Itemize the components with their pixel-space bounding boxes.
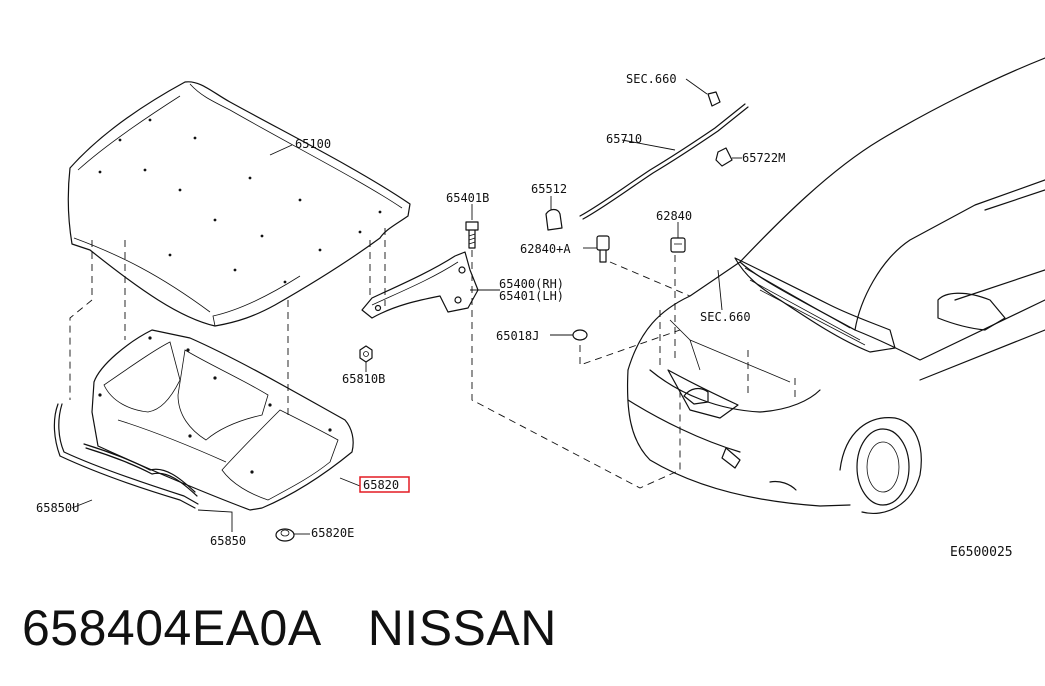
bumper-62840a [596, 235, 610, 263]
label-65401-lh: 65401(LH) [499, 289, 564, 303]
label-62840a: 62840+A [520, 242, 571, 256]
highlight-box [359, 476, 410, 493]
clip-65512 [545, 208, 563, 231]
label-65401b: 65401B [446, 191, 489, 205]
bolt-65401b [465, 221, 479, 249]
leader-lines [71, 78, 742, 535]
alignment-lines [69, 228, 796, 489]
diagram-id: E6500025 [950, 545, 1013, 560]
hood-panel [67, 81, 411, 327]
brand-name: NISSAN [367, 600, 557, 656]
clip-65820e [275, 528, 295, 542]
parts-diagram: 65100 65820 65850U 65850 65820E 65401B 6… [36, 57, 1045, 560]
label-65400-rh: 65400(RH) [499, 277, 564, 291]
label-65820: 65820 [363, 478, 399, 492]
hood-hinge [361, 251, 479, 319]
label-65850u: 65850U [36, 501, 79, 515]
label-65722m: 65722M [742, 151, 785, 165]
part-number: 658404EA0A [22, 600, 322, 656]
hood-stay-rod [579, 91, 749, 220]
label-65810b: 65810B [342, 372, 385, 386]
label-62840: 62840 [656, 209, 692, 223]
hood-seals [53, 403, 199, 509]
bumper-62840 [670, 237, 686, 253]
nut-65810b [359, 345, 373, 363]
label-sec660-top: SEC.660 [626, 72, 677, 86]
hood-insulator [91, 329, 354, 511]
label-65710: 65710 [606, 132, 642, 146]
plug-65018j [572, 329, 588, 341]
label-65820e: 65820E [311, 526, 354, 540]
label-65018j: 65018J [496, 329, 539, 343]
label-65512: 65512 [531, 182, 567, 196]
part-labels: 65100 65820 65850U 65850 65820E 65401B 6… [36, 72, 1013, 560]
label-65100: 65100 [295, 137, 331, 151]
vehicle-outline [626, 57, 1045, 514]
label-sec660-bottom: SEC.660 [700, 310, 751, 324]
label-65850: 65850 [210, 534, 246, 548]
caption: 658404EA0A NISSAN [22, 598, 1022, 662]
